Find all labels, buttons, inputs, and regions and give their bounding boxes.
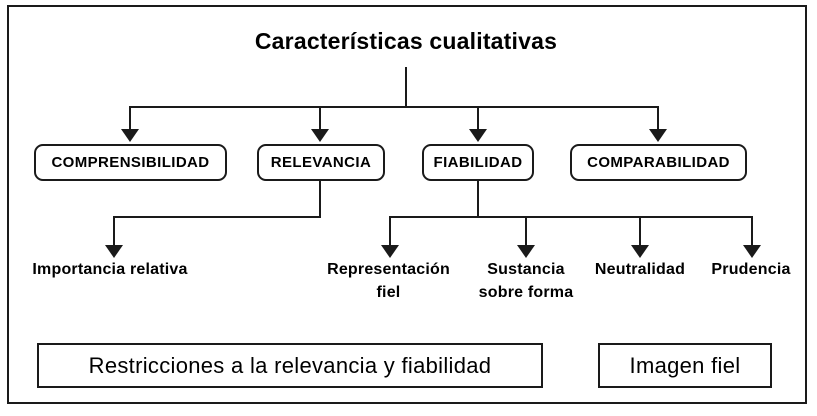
arrowhead-comprensibilidad-icon	[121, 129, 139, 142]
arrowhead-comparabilidad-icon	[649, 129, 667, 142]
connector-drop-comprensibilidad	[129, 106, 131, 130]
diagram-frame	[7, 5, 807, 404]
label-prudencia: Prudencia	[711, 261, 791, 278]
connector-drop-sustancia	[525, 216, 527, 246]
footer-box-restricciones: Restricciones a la relevancia y fiabilid…	[37, 343, 543, 388]
label-neutralidad: Neutralidad	[594, 261, 686, 278]
node-comparabilidad: COMPARABILIDAD	[570, 144, 747, 181]
label-importancia-relativa: Importancia relativa	[32, 261, 188, 278]
connector-fiabilidad-bus	[389, 216, 753, 218]
label-representacion-fiel: Representación fiel	[327, 261, 450, 301]
connector-fiabilidad-stem	[477, 180, 479, 218]
node-relevancia: RELEVANCIA	[257, 144, 385, 181]
arrowhead-importancia-icon	[105, 245, 123, 258]
node-comprensibilidad: COMPRENSIBILIDAD	[34, 144, 227, 181]
arrowhead-relevancia-icon	[311, 129, 329, 142]
arrowhead-prudencia-icon	[743, 245, 761, 258]
connector-relevancia-stem	[319, 180, 321, 218]
connector-drop-comparabilidad	[657, 106, 659, 130]
connector-relevancia-bus	[113, 216, 321, 218]
connector-drop-representacion	[389, 216, 391, 246]
connector-drop-importancia	[113, 216, 115, 246]
arrowhead-fiabilidad-icon	[469, 129, 487, 142]
label-sustancia-sobre-forma: Sustancia sobre forma	[478, 261, 574, 301]
node-fiabilidad: FIABILIDAD	[422, 144, 534, 181]
footer-box-imagen-fiel: Imagen fiel	[598, 343, 772, 388]
connector-title-trunk	[405, 67, 407, 107]
arrowhead-sustancia-icon	[517, 245, 535, 258]
diagram-title: Características cualitativas	[254, 28, 558, 54]
connector-drop-prudencia	[751, 216, 753, 246]
connector-level1-bus	[129, 106, 659, 108]
connector-drop-fiabilidad	[477, 106, 479, 130]
arrowhead-neutralidad-icon	[631, 245, 649, 258]
connector-drop-neutralidad	[639, 216, 641, 246]
arrowhead-representacion-icon	[381, 245, 399, 258]
connector-drop-relevancia	[319, 106, 321, 130]
